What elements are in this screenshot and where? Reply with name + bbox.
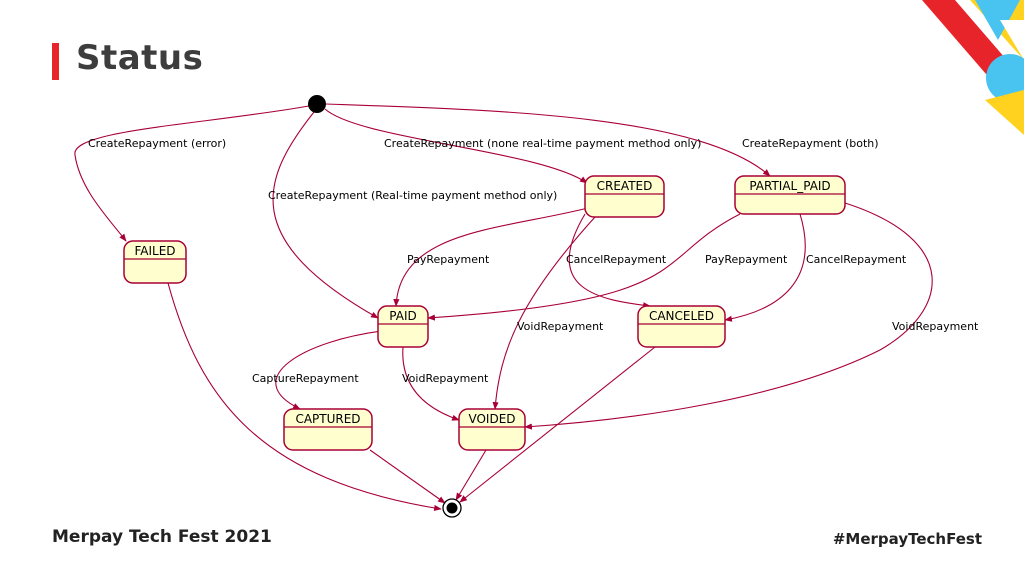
state-label: FAILED (134, 244, 175, 258)
transition-arrow-start-to-partial_paid (325, 103, 771, 177)
corner-blue-circle (986, 54, 1024, 102)
transition-label: CreateRepayment (none real-time payment … (384, 137, 701, 150)
state-label: CAPTURED (295, 412, 360, 426)
corner-white-notch (1000, 20, 1024, 60)
transition-arrow-captured-to-end (369, 449, 446, 504)
transition-label: CreateRepayment (both) (742, 137, 879, 150)
transition-arrow-start-to-paid (272, 111, 379, 319)
state-box (458, 408, 526, 451)
transition-arrow-paid-to-voided (402, 346, 460, 421)
transition-label: VoidRepayment (517, 320, 604, 333)
transition-label: CancelRepayment (806, 253, 907, 266)
state-box (377, 305, 429, 348)
transition-arrow-canceled-to-end (459, 346, 656, 503)
transition-arrow-partial_paid-to-paid (427, 213, 741, 321)
transition-arrow-created-to-paid (393, 207, 589, 307)
page-title: Status (76, 38, 204, 78)
transition-label: CaptureRepayment (252, 372, 359, 385)
state-box (734, 175, 846, 215)
transition-arrow-paid-to-captured (275, 329, 391, 410)
state-label: CANCELED (649, 309, 714, 323)
transition-arrow-failed-to-end (167, 282, 442, 511)
transition-label: CreateRepayment (Real-time payment metho… (268, 189, 557, 202)
transition-arrow-start-to-created (324, 108, 588, 184)
footer-hashtag: #MerpayTechFest (832, 530, 982, 548)
state-box (637, 305, 726, 348)
transition-label: PayRepayment (407, 253, 490, 266)
state-failed: FAILED (123, 240, 187, 284)
state-box (123, 240, 187, 284)
state-label: PARTIAL_PAID (749, 179, 830, 193)
state-partial-paid: PARTIAL_PAID (734, 175, 846, 215)
final-state-ring (442, 498, 462, 518)
footer-event-name: Merpay Tech Fest 2021 (52, 527, 272, 547)
state-created: CREATED (584, 175, 665, 218)
transition-label: VoidRepayment (892, 320, 979, 333)
transition-arrow-partial_paid-to-voided (524, 202, 933, 430)
final-state-dot (446, 502, 458, 514)
transition-label: CancelRepayment (566, 253, 667, 266)
transition-label: CreateRepayment (error) (88, 137, 226, 150)
transition-arrow-created-to-canceled (568, 213, 651, 309)
title-accent-bar (52, 43, 59, 80)
transition-arrow-start-to-failed (74, 105, 310, 242)
state-label: PAID (389, 309, 416, 323)
state-paid: PAID (377, 305, 429, 348)
transition-label: VoidRepayment (402, 372, 489, 385)
transition-arrow-voided-to-end (455, 449, 487, 501)
state-box (584, 175, 665, 218)
corner-blue-triangle (975, 0, 1020, 40)
state-box (283, 408, 373, 451)
initial-state-dot (308, 95, 326, 113)
transition-arrow-created-to-voided (492, 216, 596, 410)
state-canceled: CANCELED (637, 305, 726, 348)
state-label: VOIDED (468, 412, 515, 426)
state-voided: VOIDED (458, 408, 526, 451)
state-captured: CAPTURED (283, 408, 373, 451)
state-label: CREATED (597, 179, 653, 193)
transition-arrow-partial_paid-to-canceled (724, 213, 806, 322)
transition-label: PayRepayment (705, 253, 788, 266)
corner-yellow-lower (985, 90, 1024, 135)
